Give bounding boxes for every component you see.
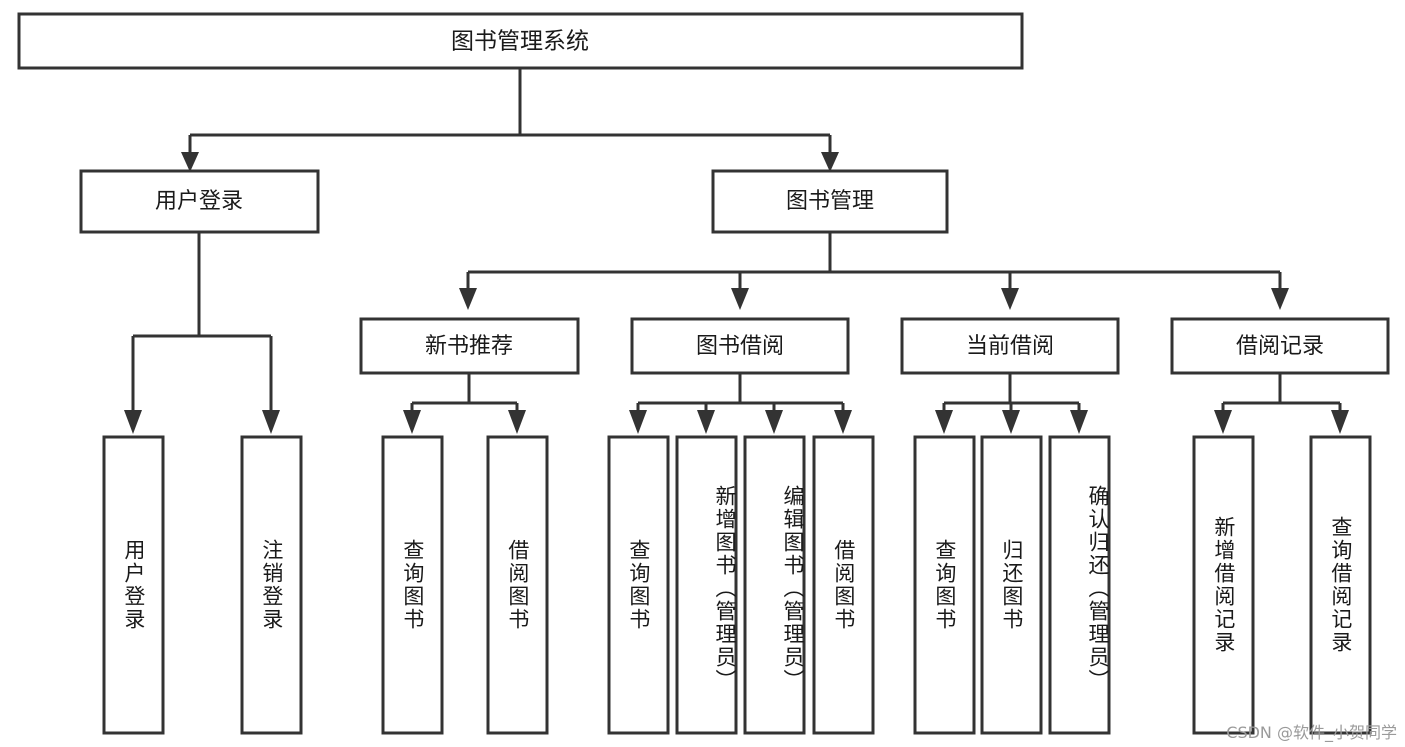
leaf-add-record-box[interactable] (1192, 435, 1255, 735)
csdn-watermark: CSDN @软件_小贺同学 (1226, 723, 1397, 742)
node-new-book-recommend-box[interactable] (359, 317, 580, 375)
node-user-login[interactable]: 用户登录 (79, 169, 320, 234)
arrow-head-leaf-query-book-1 (403, 410, 421, 434)
connector-group-borrow-record (1214, 373, 1349, 434)
arrow-head-leaf-add-book (697, 410, 715, 434)
leaf-user-logout-box[interactable] (240, 435, 303, 735)
connector-group-book-borrow (629, 373, 852, 434)
arrow-head-leaf-borrow-book-2 (834, 410, 852, 434)
node-root-box[interactable] (17, 12, 1024, 70)
node-current-borrow[interactable]: 当前借阅 (900, 317, 1120, 375)
node-book-management[interactable]: 图书管理 (711, 169, 949, 234)
leaf-query-book-2-box[interactable] (607, 435, 670, 735)
leaf-user-login-box[interactable] (102, 435, 165, 735)
arrow-head-leaf-query-book-3 (935, 410, 953, 434)
leaf-borrow-book-2-box[interactable] (812, 435, 875, 735)
leaf-borrow-book-1-box[interactable] (486, 435, 549, 735)
arrow-head-current-borrow (1001, 288, 1019, 310)
arrow-head-borrow-record (1271, 288, 1289, 310)
arrow-head-book-management (821, 152, 839, 172)
node-borrow-record-box[interactable] (1170, 317, 1390, 375)
connector-group-book-management (459, 232, 1289, 310)
leaf-query-book-3-box[interactable] (913, 435, 976, 735)
leaf-confirm-return-box[interactable] (1048, 435, 1111, 735)
leaf-boxes (102, 435, 1372, 735)
leaf-add-book-box[interactable] (675, 435, 738, 735)
arrow-head-leaf-query-record (1331, 410, 1349, 434)
connector-group-user-login (124, 232, 280, 434)
node-new-book-recommend[interactable]: 新书推荐 (359, 317, 580, 375)
arrow-head-new-book-recommend (459, 288, 477, 310)
node-user-login-label: 用户登录 (155, 189, 243, 214)
arrow-head-leaf-borrow-book-1 (508, 410, 526, 434)
leaf-edit-book-box[interactable] (743, 435, 806, 735)
leaf-query-record-box[interactable] (1309, 435, 1372, 735)
arrow-head-leaf-edit-book (765, 410, 783, 434)
node-book-management-label: 图书管理 (786, 189, 874, 214)
node-root-label: 图书管理系统 (451, 29, 589, 55)
arrow-head-leaf-user-login (124, 410, 142, 434)
node-book-borrow[interactable]: 图书借阅 (630, 317, 850, 375)
node-book-borrow-box[interactable] (630, 317, 850, 375)
arrow-head-leaf-confirm-return (1070, 410, 1088, 434)
node-borrow-record-label: 借阅记录 (1236, 334, 1324, 359)
node-new-book-recommend-label: 新书推荐 (425, 334, 513, 359)
arrow-head-leaf-return-book (1002, 410, 1020, 434)
leaf-query-book-1-box[interactable] (381, 435, 444, 735)
node-current-borrow-label: 当前借阅 (966, 334, 1054, 359)
arrow-head-leaf-query-book-2 (629, 410, 647, 434)
node-book-management-box[interactable] (711, 169, 949, 234)
node-user-login-box[interactable] (79, 169, 320, 234)
connector-group-new-book-recommend (403, 373, 526, 434)
arrow-head-leaf-user-logout (262, 410, 280, 434)
arrow-head-book-borrow (731, 288, 749, 310)
leaf-return-book-box[interactable] (980, 435, 1043, 735)
connector-group-root (181, 68, 839, 172)
arrow-head-user-login (181, 152, 199, 172)
connector-group-current-borrow (935, 373, 1088, 434)
arrow-head-leaf-add-record (1214, 410, 1232, 434)
node-root[interactable]: 图书管理系统 (17, 12, 1024, 70)
node-current-borrow-box[interactable] (900, 317, 1120, 375)
node-borrow-record[interactable]: 借阅记录 (1170, 317, 1390, 375)
node-book-borrow-label: 图书借阅 (696, 334, 784, 359)
